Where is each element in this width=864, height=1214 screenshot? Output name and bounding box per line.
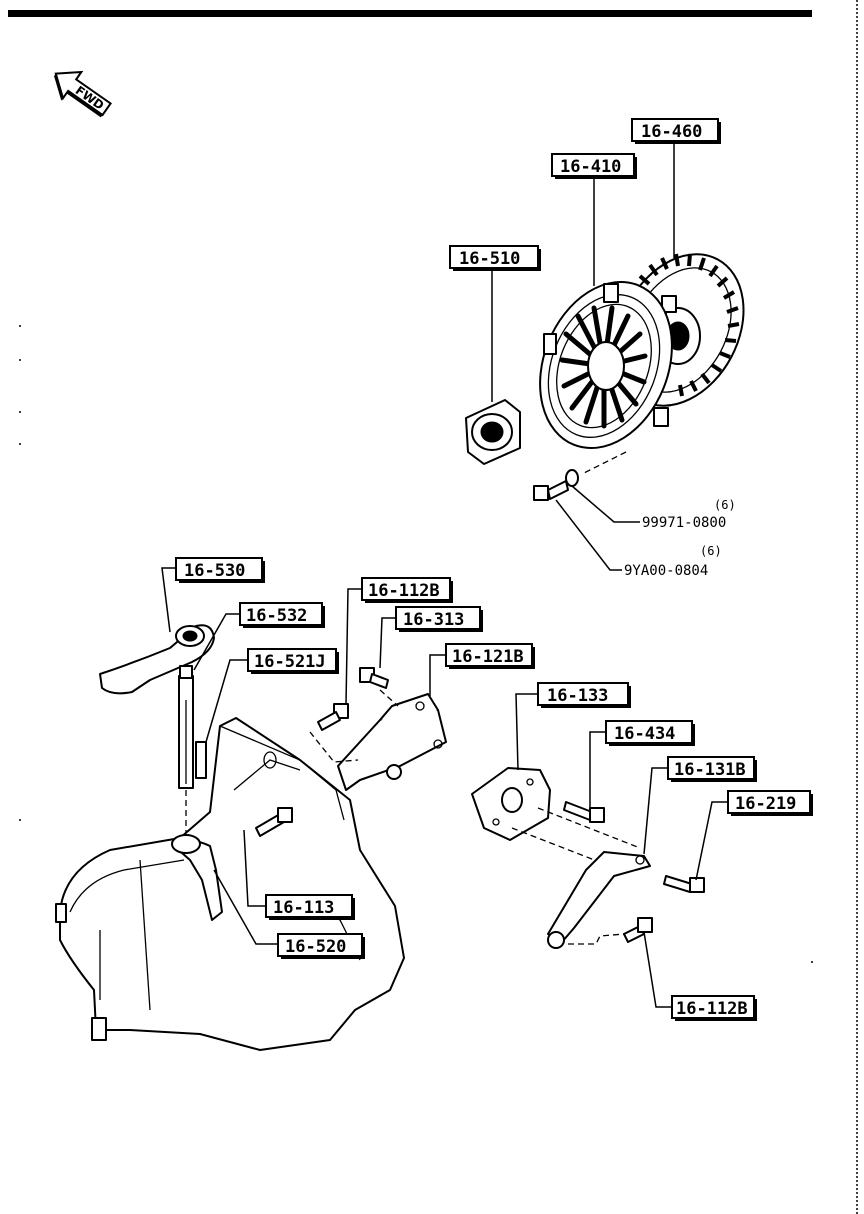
pressure-plate-bolt [533,480,569,501]
label-16-530-text: 16-530 [184,561,245,581]
lower-112b-bolt [623,917,653,943]
upper-112b-bolt [317,703,349,731]
label-16-131b-text: 16-131B [674,760,746,780]
mount-133-dash [537,807,641,849]
bolt-qty: (6) [700,544,722,558]
bracket-121b-dash-2 [379,689,399,707]
label-16-112b-lower-text: 16-112B [676,999,748,1019]
label-16-112b-upper-text: 16-112B [368,581,440,601]
label-16-460-text: 16-460 [641,122,702,142]
bracket-131b [547,851,651,949]
label-16-133-text: 16-133 [547,686,608,706]
label-16-510: 16-510 [449,245,541,271]
label-16-121b: 16-121B [445,643,535,669]
washer-code: 99971-0800 [642,515,726,531]
release-bearing [465,399,521,465]
scan-marks [19,325,813,963]
label-16-521j-text: 16-521J [254,652,326,672]
bolt-434 [563,801,605,823]
label-16-121b-text: 16-121B [452,647,524,667]
leader-lines [161,142,728,1008]
label-16-219-text: 16-219 [735,794,796,814]
spring-pin [195,741,207,779]
label-16-532-text: 16-532 [246,606,307,626]
label-16-313: 16-313 [395,606,483,632]
bracket-131b-dash [568,933,625,945]
label-16-434-text: 16-434 [614,724,675,744]
label-16-521j: 16-521J [247,648,339,674]
pressure-plate-bolt-line [581,451,627,475]
washer-qty: (6) [714,498,736,512]
pressure-plate [539,280,673,450]
shift-fork-bolt [255,807,293,837]
top-border-bar [8,10,812,17]
label-16-113-text: 16-113 [273,898,334,918]
label-16-530: 16-530 [175,557,265,583]
shift-lever [99,624,215,695]
label-16-520-text: 16-520 [285,937,346,957]
mount-133-dash-2 [511,827,611,867]
bracket-121b [337,693,447,791]
shift-shaft [178,665,194,789]
label-16-313-text: 16-313 [403,610,464,630]
label-16-434: 16-434 [605,720,695,746]
mount-133 [471,767,551,841]
label-16-112b-lower: 16-112B [671,995,757,1021]
label-16-460: 16-460 [631,118,721,144]
fwd-arrow-icon: FWD [54,70,112,118]
label-16-131b: 16-131B [667,756,757,782]
label-16-219: 16-219 [727,790,813,816]
label-16-133: 16-133 [537,682,631,708]
bolt-313 [359,667,389,689]
bolt-code: 9YA00-0804 [624,563,708,579]
label-16-410-text: 16-410 [560,157,621,177]
bolt-219 [663,875,705,893]
label-16-113: 16-113 [265,894,355,920]
shift-fork [171,834,223,921]
label-16-112b-upper: 16-112B [361,577,453,603]
label-16-520: 16-520 [277,933,365,959]
label-16-510-text: 16-510 [459,249,520,269]
label-16-410: 16-410 [551,153,637,179]
washer [565,469,579,487]
label-16-532: 16-532 [239,602,325,628]
bracket-121b-dash [309,731,359,763]
